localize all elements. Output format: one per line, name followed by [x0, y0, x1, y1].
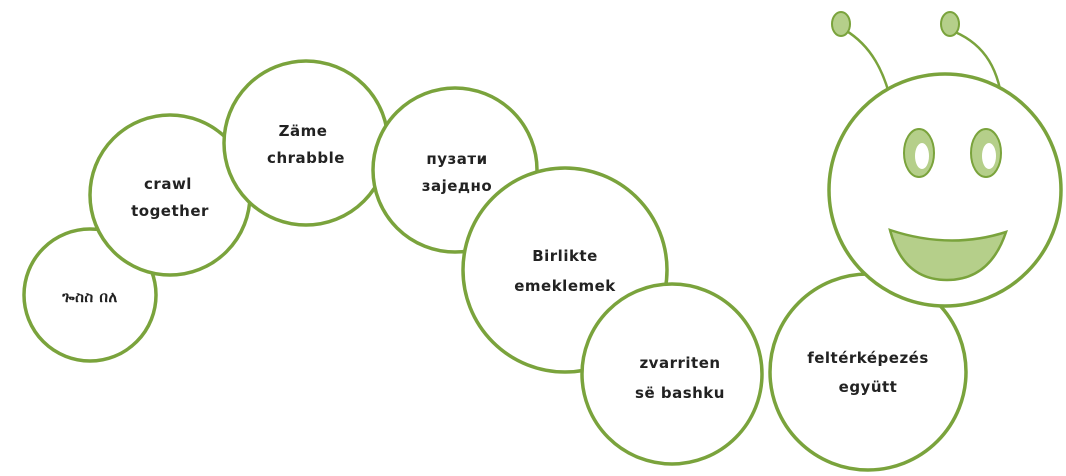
left-eye-highlight — [915, 143, 929, 169]
right-eye-highlight — [982, 143, 996, 169]
segment-circle — [222, 59, 390, 227]
left-antenna-tip — [831, 11, 851, 37]
segment-label-line1: zvarriten — [639, 354, 720, 372]
segment-label-line2: së bashku — [635, 384, 725, 402]
segment-label-line1: пузати — [426, 150, 487, 168]
segment-label-line2: together — [131, 202, 209, 220]
segment-label-line2: együtt — [839, 378, 898, 396]
segment-label-line1: ጐስስ በለ — [61, 288, 118, 306]
caterpillar-head — [827, 72, 1063, 308]
segment-circle — [580, 282, 764, 466]
segment-label-line2: emeklemek — [514, 277, 616, 295]
smile-icon — [888, 228, 1008, 282]
segment-label-line1: feltérképezés — [807, 349, 929, 367]
segment-label-line1: crawl — [144, 175, 192, 193]
segment-label-line1: Zäme — [279, 122, 328, 140]
head-circle — [827, 72, 1063, 308]
right-antenna-tip — [940, 11, 960, 37]
segment-label-line1: Birlikte — [532, 247, 598, 265]
segment-label-line2: chrabble — [267, 149, 345, 167]
segment-swiss-german: Zäme chrabble — [222, 59, 390, 227]
segment-albanian: zvarriten së bashku — [580, 282, 764, 466]
segment-hungarian: feltérképezés együtt — [768, 272, 968, 472]
segment-label-line2: заједно — [422, 177, 492, 195]
segment-amharic: ጐስስ በለ — [22, 227, 158, 363]
segment-circle — [22, 227, 158, 363]
